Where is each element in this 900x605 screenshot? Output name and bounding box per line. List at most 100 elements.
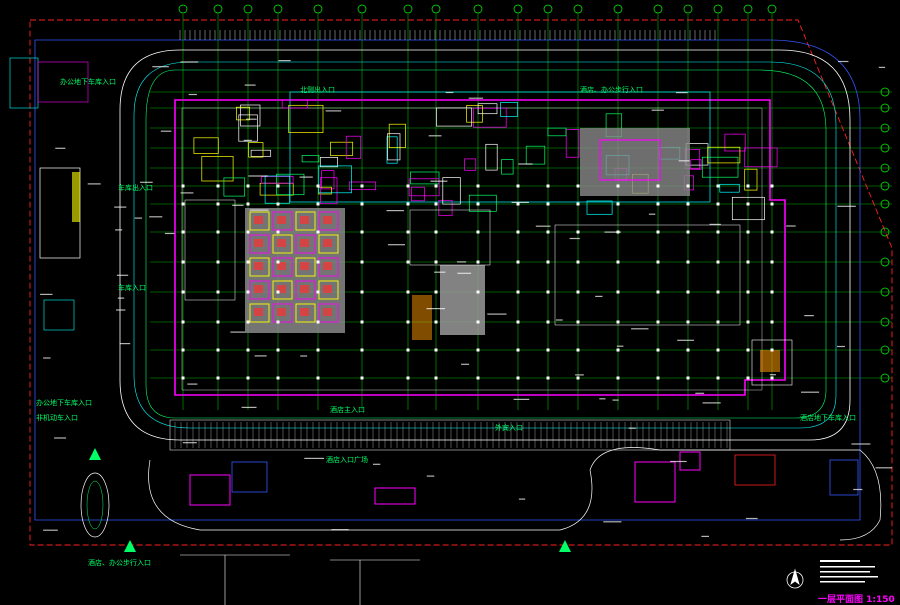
column <box>576 202 580 206</box>
grid-bubble <box>473 4 483 14</box>
room <box>288 104 324 133</box>
grey-room <box>318 303 339 323</box>
grid-bubble <box>880 227 890 237</box>
room <box>236 106 250 121</box>
room <box>442 177 461 205</box>
column <box>716 230 720 234</box>
grid-bubble <box>513 4 523 14</box>
grid-bubble <box>273 4 283 14</box>
south-road-curve-2 <box>589 447 882 541</box>
column <box>434 320 438 324</box>
room <box>500 102 518 117</box>
column <box>181 376 185 380</box>
grey-room <box>318 234 339 254</box>
column <box>216 202 220 206</box>
room <box>701 156 739 178</box>
grey-room-fill <box>254 216 263 224</box>
column <box>576 260 580 264</box>
annotation-mark <box>299 176 313 178</box>
entry-arrows <box>89 448 571 552</box>
column <box>770 202 774 206</box>
column <box>476 184 480 188</box>
column <box>546 184 550 188</box>
south-ramp <box>374 487 416 505</box>
column <box>686 260 690 264</box>
room <box>260 176 294 184</box>
room <box>485 143 498 171</box>
column <box>316 202 320 206</box>
column <box>656 290 660 294</box>
annotation-mark <box>426 475 435 477</box>
annotation-mark <box>241 406 257 408</box>
grid-bubble <box>178 4 188 14</box>
annotation-mark <box>535 225 551 227</box>
column <box>686 184 690 188</box>
room-partitions <box>193 99 778 221</box>
grid-bubble <box>880 143 890 153</box>
column <box>746 348 750 352</box>
column <box>546 230 550 234</box>
annotation-mark <box>612 399 619 401</box>
plaza-band <box>169 419 731 451</box>
grid-bubble <box>880 345 890 355</box>
grey-room <box>272 280 293 300</box>
annotation-mark <box>152 66 169 68</box>
annotation-mark <box>875 467 893 469</box>
column <box>181 230 185 234</box>
column <box>246 184 250 188</box>
room <box>276 173 305 196</box>
grid-bubble <box>880 181 890 191</box>
room <box>386 136 398 164</box>
column <box>246 230 250 234</box>
column <box>716 184 720 188</box>
annotation-mark <box>140 181 153 183</box>
annotation-mark <box>230 331 245 333</box>
column <box>216 348 220 352</box>
room <box>744 168 758 191</box>
column <box>360 376 364 380</box>
annotation-mark <box>838 60 849 63</box>
column <box>406 348 410 352</box>
grey-room-fill <box>323 262 332 270</box>
room <box>319 157 338 168</box>
annotation-mark <box>434 271 446 273</box>
room <box>501 159 514 175</box>
annotation-mark <box>670 460 687 463</box>
column <box>406 230 410 234</box>
room <box>411 186 425 202</box>
column <box>476 260 480 264</box>
south-building-1 <box>189 474 231 506</box>
hatch-yellow-strip <box>412 295 432 340</box>
column <box>616 348 620 352</box>
annotation-mark <box>457 272 472 274</box>
grey-room-fill <box>323 216 332 224</box>
column <box>576 184 580 188</box>
annotation-mark <box>648 213 656 215</box>
grey-block-south <box>440 265 485 335</box>
south-building-5 <box>829 459 859 496</box>
annotation-mark <box>709 223 721 225</box>
column <box>316 348 320 352</box>
column <box>246 202 250 206</box>
grid-bubble <box>403 4 413 14</box>
column <box>434 348 438 352</box>
room <box>464 158 477 171</box>
column <box>616 202 620 206</box>
room <box>387 133 401 161</box>
column <box>716 348 720 352</box>
column <box>276 202 280 206</box>
annotation-mark <box>556 319 563 321</box>
annotation-mark <box>114 206 127 208</box>
column <box>276 348 280 352</box>
annotation-mark <box>180 192 194 194</box>
column <box>316 184 320 188</box>
column <box>746 376 750 380</box>
annotation-mark <box>115 229 123 231</box>
grey-room-fill <box>300 308 309 316</box>
annotation-mark <box>804 315 814 317</box>
grey-room-fill <box>277 308 286 316</box>
column <box>686 230 690 234</box>
room <box>724 133 746 152</box>
label-plaza: 酒店入口广场 <box>326 455 368 464</box>
column <box>746 260 750 264</box>
